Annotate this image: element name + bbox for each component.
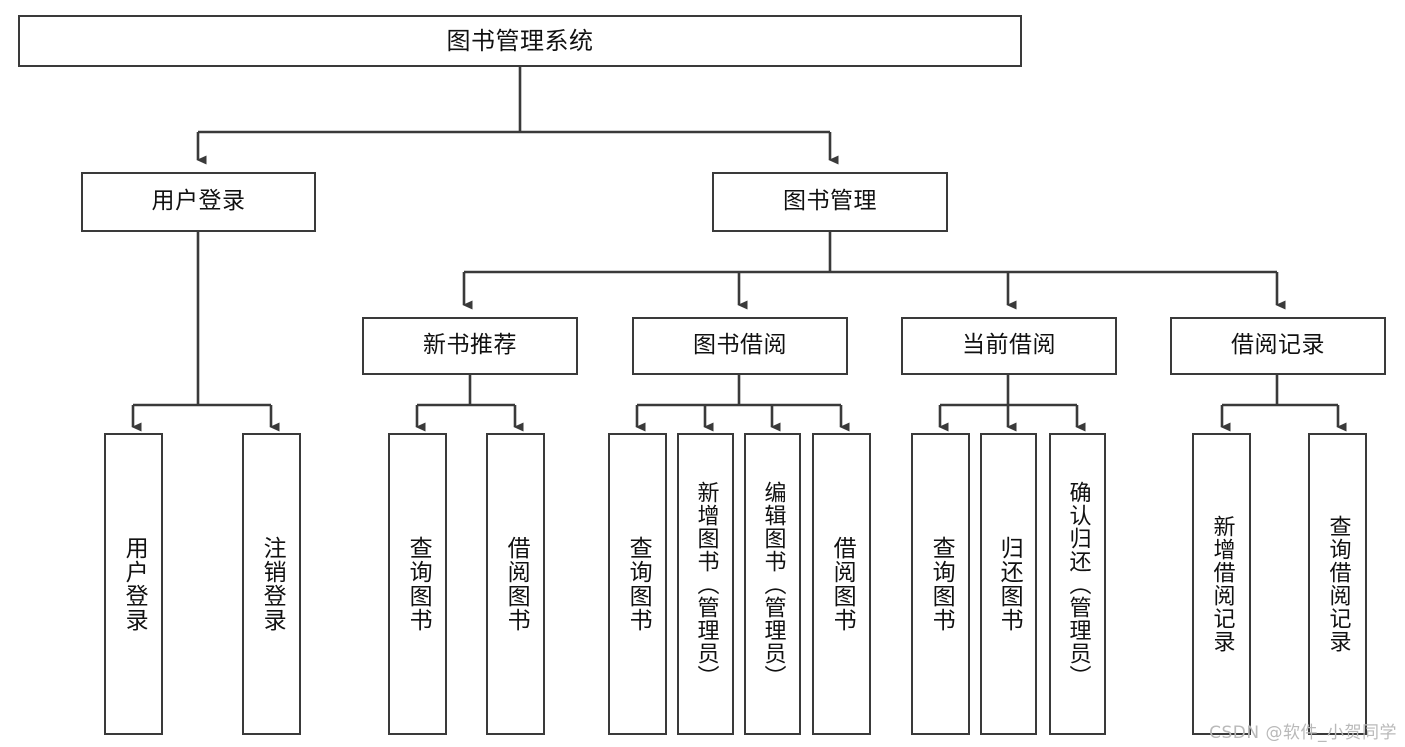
leaf-query-record[interactable]: 查询借阅记录 xyxy=(1308,433,1367,735)
node-user-login[interactable]: 用户登录 xyxy=(81,172,316,232)
leaf-borrow-book-1-label: 借阅图书 xyxy=(503,536,530,632)
leaf-user-logout[interactable]: 注销登录 xyxy=(242,433,301,735)
leaf-confirm-return[interactable]: 确认归还（管理员） xyxy=(1049,433,1106,735)
leaf-borrow-book-2-label: 借阅图书 xyxy=(829,536,856,632)
leaf-borrow-book-2[interactable]: 借阅图书 xyxy=(812,433,871,735)
leaf-return-book[interactable]: 归还图书 xyxy=(980,433,1037,735)
leaf-borrow-book-1[interactable]: 借阅图书 xyxy=(486,433,545,735)
node-root-label: 图书管理系统 xyxy=(446,26,594,55)
node-book-borrow-label: 图书借阅 xyxy=(693,332,787,359)
node-current-borrow-label: 当前借阅 xyxy=(962,332,1056,359)
leaf-query-book-2[interactable]: 查询图书 xyxy=(608,433,667,735)
node-new-book-rec[interactable]: 新书推荐 xyxy=(362,317,578,375)
leaf-query-book-1-label: 查询图书 xyxy=(405,536,432,632)
node-root[interactable]: 图书管理系统 xyxy=(18,15,1022,67)
node-book-manage[interactable]: 图书管理 xyxy=(712,172,948,232)
leaf-query-book-3-label: 查询图书 xyxy=(928,536,955,632)
leaf-add-record-label: 新增借阅记录 xyxy=(1209,515,1235,653)
leaf-return-book-label: 归还图书 xyxy=(996,536,1023,632)
node-book-borrow[interactable]: 图书借阅 xyxy=(632,317,848,375)
leaf-query-record-label: 查询借阅记录 xyxy=(1325,515,1351,653)
leaf-edit-book-label: 编辑图书（管理员） xyxy=(760,480,786,688)
leaf-edit-book[interactable]: 编辑图书（管理员） xyxy=(744,433,801,735)
leaf-user-login-label: 用户登录 xyxy=(121,536,148,632)
leaf-user-login[interactable]: 用户登录 xyxy=(104,433,163,735)
node-book-manage-label: 图书管理 xyxy=(783,188,877,215)
leaf-add-record[interactable]: 新增借阅记录 xyxy=(1192,433,1251,735)
leaf-add-book[interactable]: 新增图书（管理员） xyxy=(677,433,734,735)
node-user-login-label: 用户登录 xyxy=(151,188,246,215)
leaf-user-logout-label: 注销登录 xyxy=(259,536,286,632)
leaf-query-book-3[interactable]: 查询图书 xyxy=(911,433,970,735)
node-current-borrow[interactable]: 当前借阅 xyxy=(901,317,1117,375)
leaf-add-book-label: 新增图书（管理员） xyxy=(693,480,719,688)
node-borrow-record-label: 借阅记录 xyxy=(1231,332,1325,359)
node-new-book-rec-label: 新书推荐 xyxy=(423,332,517,359)
leaf-query-book-1[interactable]: 查询图书 xyxy=(388,433,447,735)
node-borrow-record[interactable]: 借阅记录 xyxy=(1170,317,1386,375)
leaf-query-book-2-label: 查询图书 xyxy=(625,536,652,632)
leaf-confirm-return-label: 确认归还（管理员） xyxy=(1065,480,1091,688)
